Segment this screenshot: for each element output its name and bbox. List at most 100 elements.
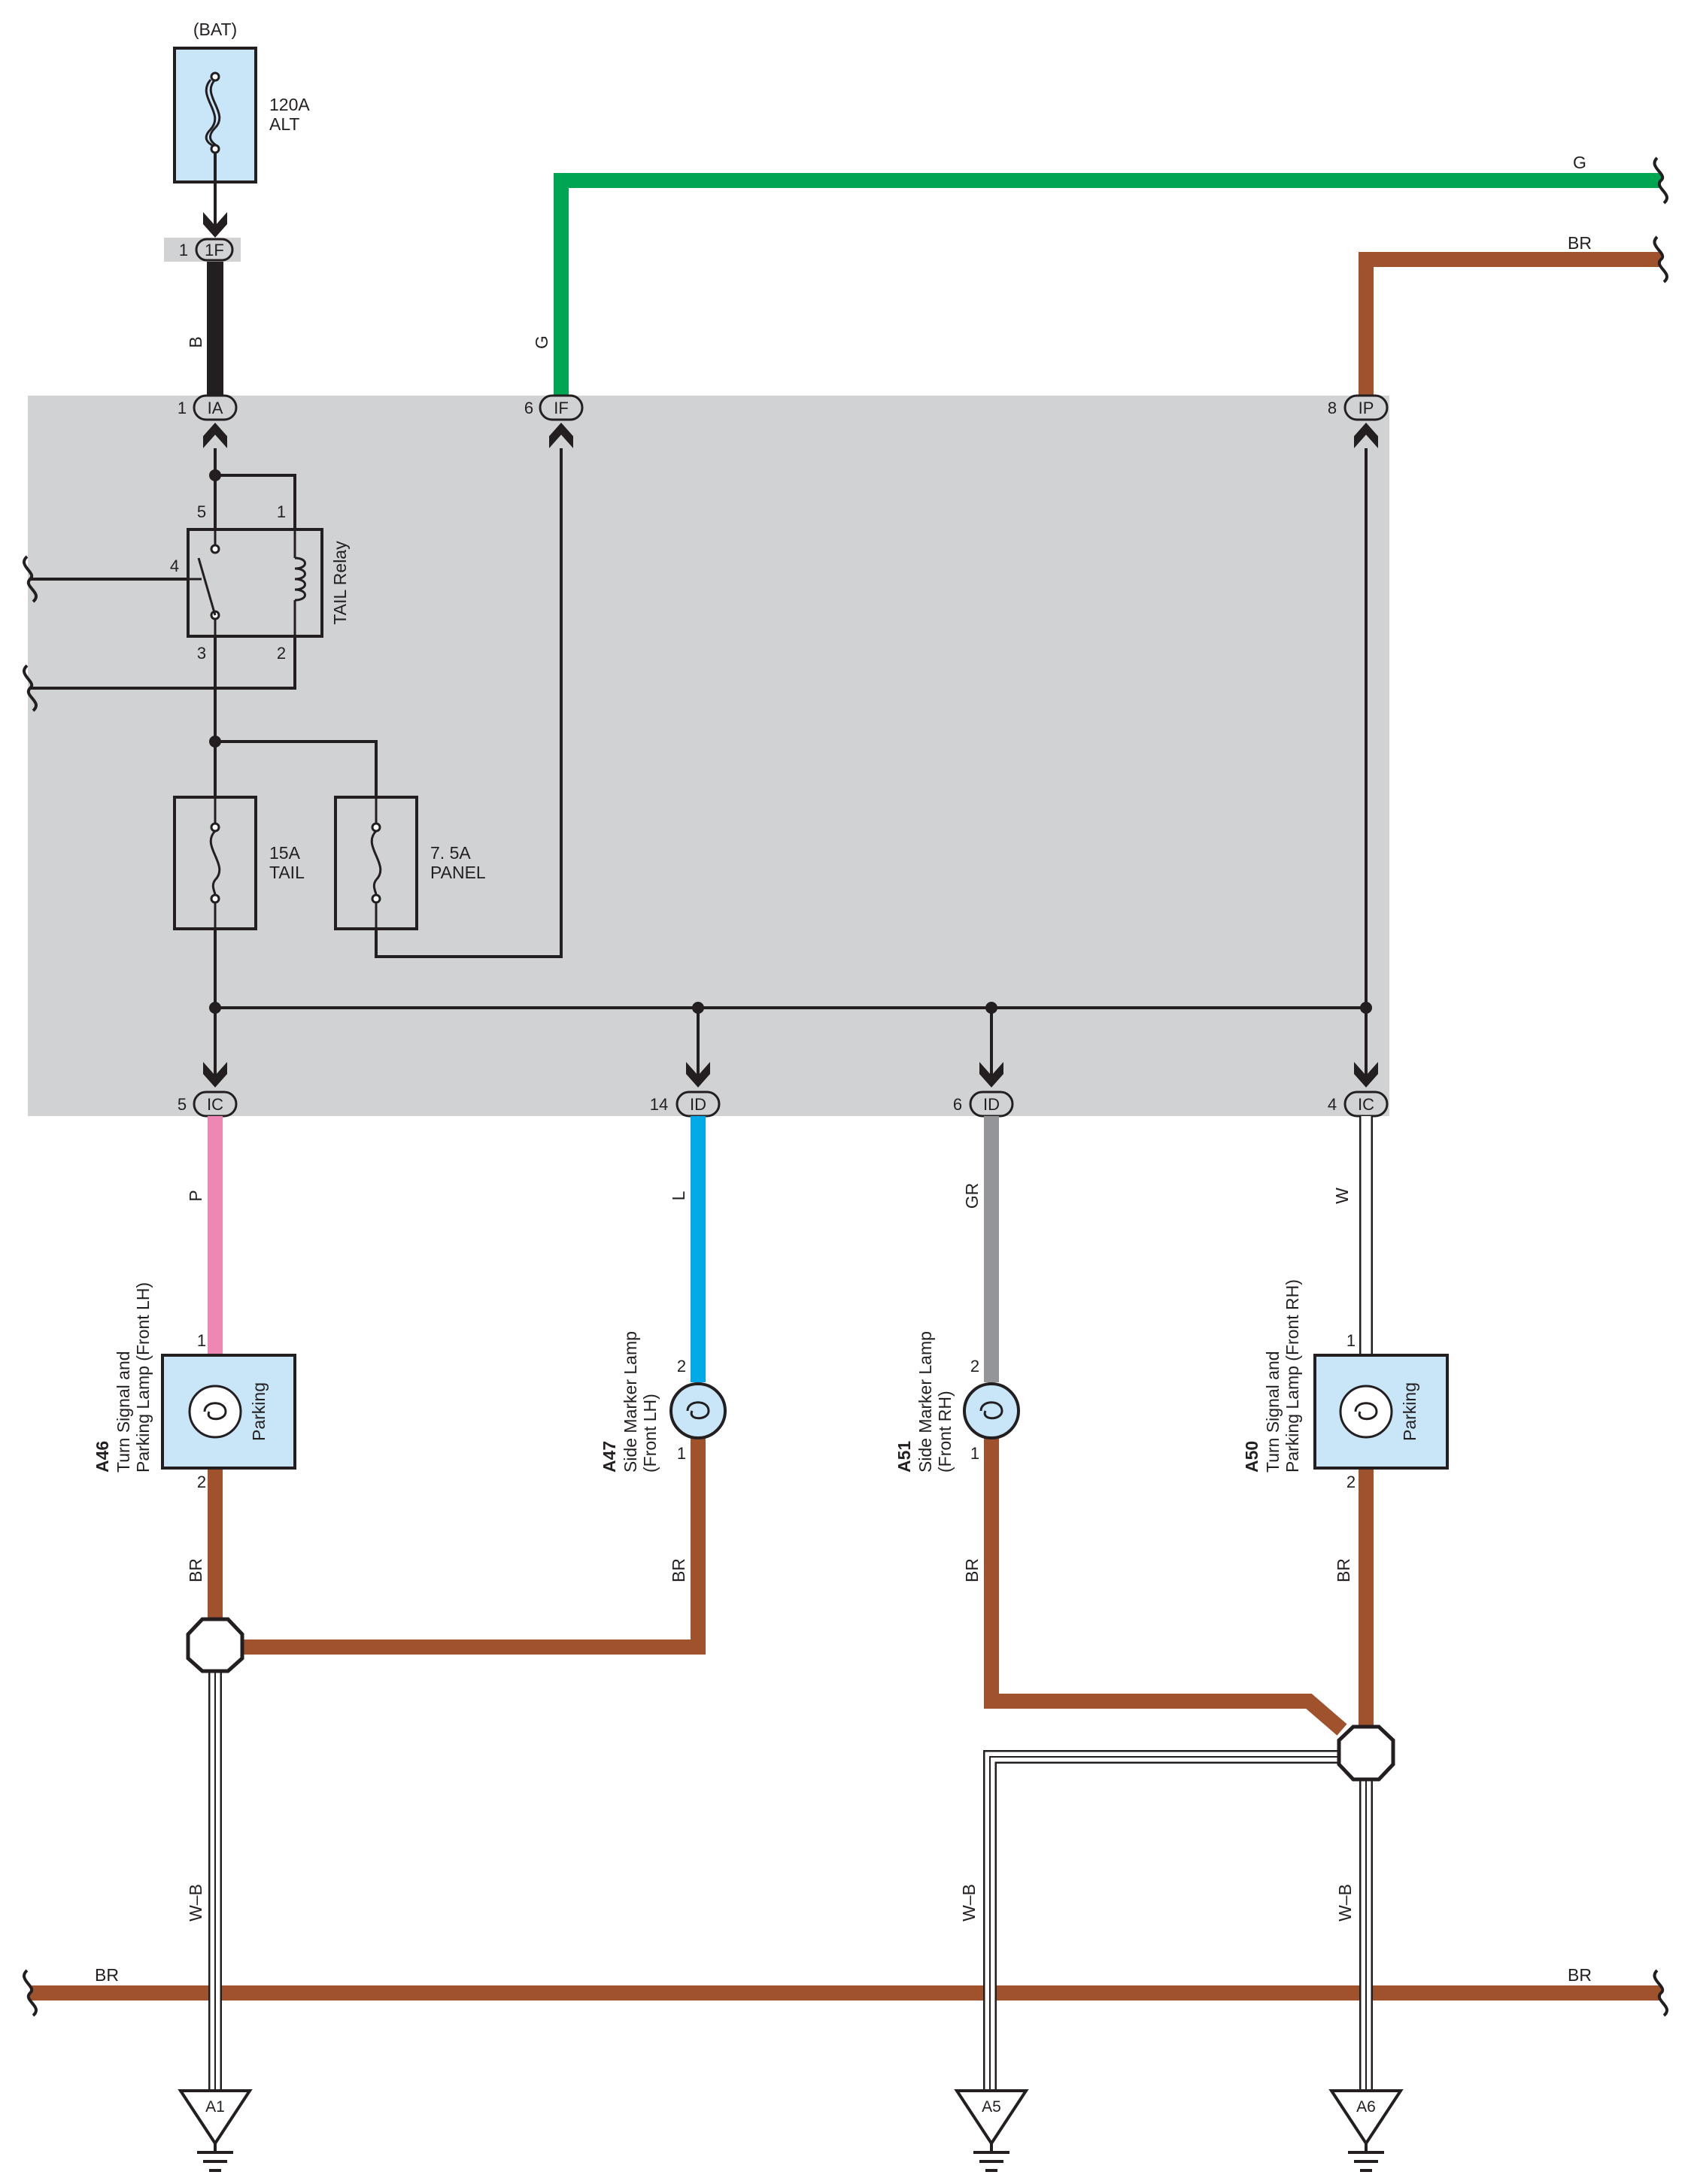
wire-code-g-vert: G [532, 335, 551, 349]
wire-code-b: B [186, 336, 205, 347]
wire-code-l: L [669, 1191, 688, 1200]
wire-code-gr: GR [962, 1183, 982, 1209]
bulb-a50-icon [1339, 1385, 1393, 1439]
fuse-panel-icon [370, 797, 382, 929]
junction-dots [209, 469, 1372, 1014]
bulb-a47-icon [669, 1382, 727, 1439]
connector-id14-name: ID [690, 1095, 706, 1114]
wire-code-br-bottom-left: BR [95, 1965, 119, 1985]
bulb-a51-icon [963, 1382, 1020, 1439]
connector-ic4-pin: 4 [1328, 1095, 1337, 1114]
wire-wb-center-strands [214, 1671, 1367, 2091]
fuse-tail-icon [209, 797, 221, 929]
wire-code-wb-a5: W–B [959, 1884, 979, 1922]
wire-code-p: P [186, 1190, 205, 1201]
wire-code-br-top: BR [1568, 233, 1592, 253]
arrow-ia-icon [203, 423, 227, 448]
junction-block [28, 396, 1389, 1116]
break-br-top-icon [1653, 235, 1668, 284]
connector-id6-name: ID [983, 1095, 1000, 1114]
wire-code-wb-a6: W–B [1335, 1884, 1355, 1922]
device-a50-code: A50 [1242, 1441, 1261, 1473]
ground-a6-icon [1328, 2089, 1404, 2172]
connector-1f [195, 238, 234, 262]
device-a46-code: A46 [93, 1441, 112, 1473]
fuse-panel-name: PANEL [430, 863, 486, 882]
alt-fuse-rating: 120A [269, 95, 310, 114]
device-a46-bulb-label: Parking [249, 1382, 269, 1441]
bulb-a46-icon [188, 1385, 242, 1439]
wire-code-wb-a1: W–B [186, 1884, 205, 1922]
break-br-bottom-right-icon [1653, 1969, 1668, 2017]
connector-id6-pin: 6 [953, 1095, 962, 1114]
wire-wb [208, 1671, 1373, 2091]
device-a46-line2: Parking Lamp (Front LH) [133, 1282, 153, 1473]
wire-code-w: W [1332, 1188, 1352, 1204]
connector-ip-pin: 8 [1328, 399, 1337, 417]
device-a50-line1: Turn Signal and [1263, 1351, 1283, 1473]
connector-ip [1343, 394, 1389, 421]
break-left-icon [23, 555, 38, 712]
relay-pin-5: 5 [197, 502, 206, 521]
break-br-bottom-left-icon [23, 1969, 38, 2017]
connector-id14-pin: 14 [650, 1095, 668, 1114]
connector-1f-name: 1F [205, 241, 224, 259]
wire-code-br-a47: BR [669, 1558, 688, 1582]
fuse-tail-name: TAIL [269, 863, 305, 882]
connector-if-name: IF [554, 399, 569, 417]
arrow-if-icon [549, 423, 573, 448]
wire-g [554, 173, 1661, 399]
wire-br-top [1359, 252, 1661, 399]
tail-relay [187, 528, 323, 638]
connector-ic5-pin: 5 [178, 1095, 187, 1114]
device-a47-line2: (Front LH) [640, 1394, 660, 1473]
wire-code-br-bottom-right: BR [1568, 1965, 1592, 1985]
internal-wiring [30, 448, 1368, 1075]
relay-switch-icon [188, 529, 220, 636]
device-a47-line1: Side Marker Lamp [621, 1331, 640, 1473]
relay-coil-icon [293, 529, 306, 636]
device-a47-pin-top: 2 [677, 1357, 686, 1376]
alt-fusible-link-icon [205, 71, 221, 154]
arrow-id6-icon [979, 1062, 1003, 1087]
device-a47-pin-bottom: 1 [677, 1444, 686, 1463]
arrow-id14-icon [686, 1062, 710, 1087]
device-a51-pin-top: 2 [970, 1357, 979, 1376]
connector-ia-pin: 1 [178, 399, 187, 417]
ground-a1-label: A1 [205, 2098, 225, 2116]
battery-label: (BAT) [193, 20, 237, 39]
connector-ip-name: IP [1359, 399, 1374, 417]
ground-a5-icon [954, 2089, 1029, 2172]
wire-code-br-a50: BR [1334, 1558, 1353, 1582]
ground-a5-label: A5 [982, 2098, 1001, 2116]
arrow-1f-icon [203, 212, 227, 238]
ground-a1-icon [178, 2089, 253, 2172]
relay-name: TAIL Relay [330, 541, 350, 625]
break-g-icon [1653, 156, 1668, 205]
connector-ia-name: IA [208, 399, 223, 417]
device-a46-pin-bottom: 2 [197, 1473, 206, 1491]
splice-left [186, 1617, 244, 1673]
wire-code-br-a51: BR [962, 1558, 982, 1582]
device-a46-line1: Turn Signal and [114, 1351, 133, 1473]
arrow-ic5-icon [203, 1062, 227, 1087]
device-a47-code: A47 [600, 1441, 619, 1473]
splice-right [1337, 1724, 1395, 1782]
device-a46-pin-top: 1 [197, 1331, 206, 1350]
device-a50-pin-top: 1 [1346, 1331, 1356, 1350]
relay-pin-4: 4 [170, 557, 179, 575]
device-a51-code: A51 [894, 1441, 914, 1473]
wire-code-g-top: G [1573, 153, 1586, 172]
ground-a6-label: A6 [1356, 2098, 1376, 2116]
device-a51-line1: Side Marker Lamp [915, 1331, 935, 1473]
connector-if [539, 394, 584, 421]
device-a46 [161, 1354, 296, 1470]
connector-ia [193, 394, 238, 421]
alt-fuse-name: ALT [269, 114, 299, 134]
device-a50-bulb-label: Parking [1400, 1382, 1419, 1441]
relay-pin-1: 1 [277, 502, 286, 521]
arrow-ip-icon [1354, 423, 1378, 448]
wire-code-br-a46: BR [186, 1558, 205, 1582]
connector-if-pin: 6 [524, 399, 533, 417]
